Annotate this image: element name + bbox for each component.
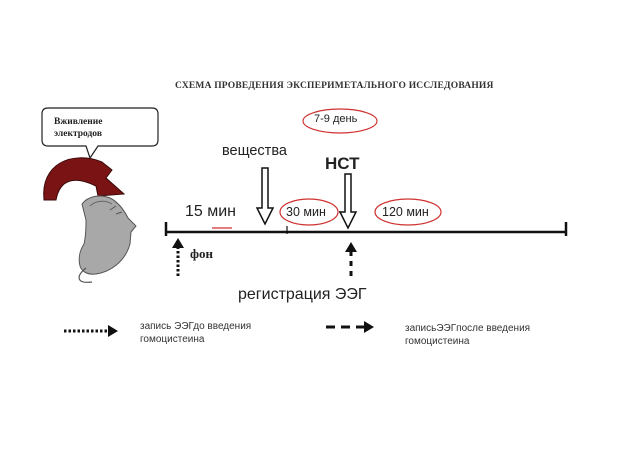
ellipse-120: [374, 198, 442, 226]
baseline-label: фон: [190, 246, 213, 261]
interval-15-label: 15 мин: [185, 203, 237, 220]
days-label: 7-9 день: [314, 113, 358, 125]
curved-arrow-icon: [43, 157, 126, 201]
nct-down-arrow: [338, 173, 358, 230]
baseline-dotted-up-arrow: [172, 238, 184, 276]
callout-text: Вживление электродов: [54, 116, 102, 140]
rat-icon: [78, 195, 137, 283]
diagram-title: СХЕМА ПРОВЕДЕНИЯ ЭКСПЕРИМЕТАЛЬНОГО ИССЛЕ…: [175, 81, 494, 91]
substance-label: вещества: [222, 143, 287, 159]
legend-dashed-arrow: [326, 321, 374, 333]
ellipse-30: [279, 198, 339, 226]
legend-before-line-2: гомоцистеина: [140, 334, 205, 345]
legend-before-line-1: запись ЭЭГдо введения: [140, 321, 252, 332]
eeg-registration-label: регистрация ЭЭГ: [238, 286, 367, 303]
callout-box: [41, 107, 159, 160]
callout-line-2: электродов: [54, 129, 102, 139]
nct-label: НСТ: [325, 154, 360, 173]
legend-before: запись ЭЭГдо введения гомоцистеина: [140, 320, 251, 346]
legend-dotted-arrow: [64, 325, 118, 337]
callout-line-1: Вживление: [54, 117, 103, 127]
legend-after-line-2: гомоцистеина: [405, 336, 470, 347]
interval-120-label: 120 мин: [382, 205, 429, 219]
ellipse-days: [302, 108, 378, 134]
legend-after: записьЭЭГпосле введения гомоцистеина: [405, 322, 530, 348]
eeg-dashed-up-arrow: [345, 242, 357, 276]
substance-down-arrow: [255, 167, 275, 226]
interval-30-label: 30 мин: [286, 205, 326, 219]
legend-after-line-1: записьЭЭГпосле введения: [405, 323, 531, 334]
